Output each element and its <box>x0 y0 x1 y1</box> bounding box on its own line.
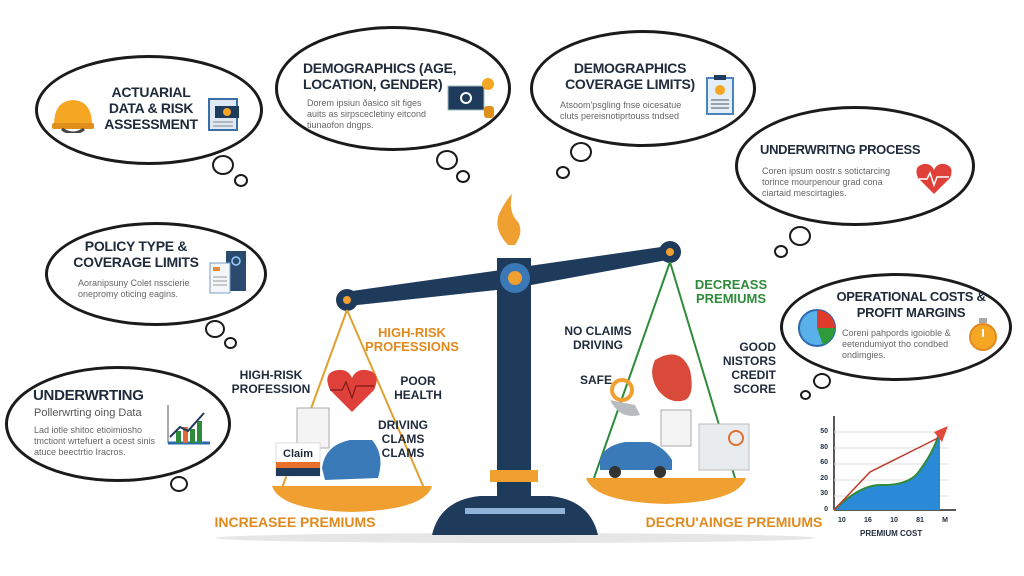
thought-bubble <box>224 337 237 349</box>
x-axis-label: PREMIUM COST <box>860 529 923 538</box>
trend-line <box>833 437 939 511</box>
document-icon <box>208 249 248 297</box>
y-tick: 20 <box>820 474 828 482</box>
thought-bubble <box>556 166 570 179</box>
x-tick: M <box>942 517 948 524</box>
scale-shadow <box>215 533 815 543</box>
cloud-underwriting-process <box>735 106 975 226</box>
left-item: POOR HEALTH <box>394 374 442 402</box>
left-item: DRIVING CLAMS CLAMS <box>377 418 428 460</box>
car-icon <box>600 442 672 470</box>
right-item: NO CLAIMS DRIVING <box>564 324 632 352</box>
right-string <box>593 261 671 479</box>
monitor-icon <box>446 78 494 120</box>
scale-base <box>432 496 598 535</box>
hard-hat-icon <box>52 97 94 135</box>
cloud-title: OPERATIONAL COSTS & PROFIT MARGINS <box>836 289 986 320</box>
right-header: DECREASS PREMIUMS <box>694 277 768 306</box>
bar-chart-icon <box>166 403 212 445</box>
clipboard-icon <box>705 74 735 116</box>
cloud-body: Coreni pahpords igoioble & eetendumiyot … <box>842 328 951 360</box>
left-header: HIGH-RISK PROFESSIONS <box>365 325 459 354</box>
x-tick: 16 <box>864 517 872 524</box>
clipboard-icon <box>207 96 243 132</box>
left-item: HIGH-RISK PROFESSION <box>231 368 311 396</box>
stopwatch-icon <box>610 378 634 402</box>
arrow-head <box>934 426 948 442</box>
heart-icon <box>915 162 953 196</box>
x-tick: 10 <box>890 517 898 524</box>
stopwatch-icon <box>968 318 998 352</box>
cloud-title: UNDERWRTING <box>33 387 144 404</box>
cloud-title: UNDERWRITNG PROCESS <box>760 142 921 157</box>
thought-bubble <box>205 320 225 338</box>
cloud-body: Coren ipsum oostr.s sotictarcing torince… <box>762 166 891 198</box>
scale-flame <box>497 194 521 245</box>
pie-chart-icon <box>797 308 837 348</box>
cloud-title: DEMOGRAPHICS (AGE, LOCATION, GENDER) <box>303 60 457 92</box>
right-footer: DECRU'AINGE PREMIUMS <box>645 514 823 530</box>
area-series <box>834 430 940 510</box>
premium-cost-chart <box>833 416 956 511</box>
cloud-demographics <box>275 26 511 151</box>
y-tick: 30 <box>820 490 828 497</box>
area-outline <box>833 429 941 511</box>
y-tick: 50 <box>820 428 828 435</box>
claim-label: Claim <box>283 448 313 460</box>
cloud-subtitle: Pollerwrting oing Data <box>34 407 142 419</box>
scale-pole <box>497 258 531 503</box>
y-tick: 0 <box>824 505 828 513</box>
thought-bubble <box>570 142 592 162</box>
left-footer: INCREASEE PREMIUMS <box>214 514 376 530</box>
right-item: SAFE <box>579 373 612 387</box>
document-icon <box>660 409 692 447</box>
x-tick: 10 <box>838 517 846 524</box>
cloud-body: Aoranipsuny Colet nsscierie onepromy oti… <box>78 278 190 299</box>
cloud-body: Dorem ipsiun ðasico sit figes auits as s… <box>307 98 427 130</box>
thought-bubble <box>774 245 788 258</box>
thought-bubble <box>813 373 831 389</box>
right-pan <box>586 478 746 504</box>
thought-bubble <box>800 390 811 400</box>
thought-bubble <box>234 174 248 187</box>
x-tick: 81 <box>916 517 924 524</box>
cloud-body: Lad iotle shitoc etioimiosho tmctiont wr… <box>34 425 156 457</box>
y-tick: 60 <box>820 459 828 466</box>
cloud-underwriting <box>5 366 231 482</box>
report-icon <box>698 423 750 471</box>
right-item: GOOD NISTORS CREDIT SCORE <box>722 340 776 396</box>
scale-base-stripe <box>465 508 565 514</box>
thought-bubble <box>436 150 458 170</box>
anatomical-heart-icon <box>652 354 692 402</box>
x-ticks: 10 16 10 81 M <box>838 516 948 525</box>
cloud-body: Atsoom'psgling fnse oicesatue cluts pere… <box>560 100 682 121</box>
thought-bubble <box>212 155 234 175</box>
cloud-title: ACTUARIAL DATA & RISK ASSESSMENT <box>104 84 198 132</box>
glove-icon <box>610 400 640 416</box>
document-icon <box>296 407 330 449</box>
left-pan <box>272 486 432 512</box>
scale-collar <box>490 470 538 482</box>
thought-bubble <box>170 476 188 492</box>
y-tick: 80 <box>820 443 828 451</box>
thought-bubble <box>456 170 470 183</box>
cloud-title: POLICY TYPE & COVERAGE LIMITS <box>73 238 199 270</box>
cloud-title: DEMOGRAPHICS COVERAGE LIMITS) <box>565 60 695 92</box>
wrecked-car-icon <box>322 440 381 480</box>
y-ticks: 50 80 60 20 30 0 <box>816 424 828 517</box>
thought-bubble <box>789 226 811 246</box>
left-string <box>346 309 425 489</box>
heart-icon <box>327 369 377 412</box>
